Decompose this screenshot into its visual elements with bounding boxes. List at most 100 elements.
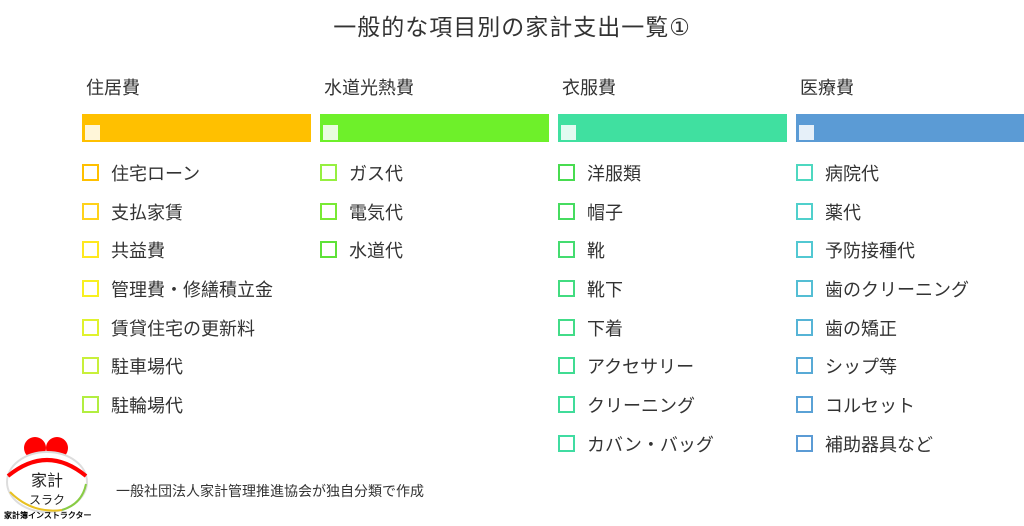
list-item: 水道代 [320, 237, 549, 276]
category-bar [558, 114, 787, 142]
item-list: ガス代電気代水道代 [320, 160, 549, 276]
checkbox[interactable] [558, 357, 575, 375]
list-item: 下着 [558, 315, 787, 354]
checkbox[interactable] [558, 396, 575, 414]
bar-checkbox[interactable] [323, 125, 338, 140]
checkbox[interactable] [82, 241, 99, 259]
list-item: コルセット [796, 392, 1024, 431]
list-item: カバン・バッグ [558, 431, 787, 470]
checkbox[interactable] [796, 202, 813, 220]
svg-text:家計: 家計 [31, 471, 63, 490]
list-item: 駐輪場代 [82, 392, 311, 431]
category-bar [320, 114, 549, 142]
checkbox[interactable] [320, 202, 337, 220]
list-item: 歯のクリーニング [796, 276, 1024, 315]
item-label: 洋服類 [587, 164, 641, 185]
checkbox[interactable] [796, 396, 813, 414]
item-label: 靴下 [587, 280, 623, 302]
item-label: 水道代 [349, 241, 403, 263]
checkbox[interactable] [796, 434, 813, 452]
checkbox[interactable] [320, 241, 337, 259]
source-note: 一般社団法人家計管理推進協会が独自分類で作成 [116, 484, 424, 500]
logo-purse-icon: 家計 スラク [6, 437, 88, 513]
item-label: 駐車場代 [111, 357, 183, 379]
list-item: 共益費 [82, 237, 311, 276]
logo-caption: 家計簿インストラクター [4, 511, 92, 520]
checkbox[interactable] [796, 164, 813, 181]
checkbox[interactable] [796, 280, 813, 298]
page-title: 一般的な項目別の家計支出一覧① [333, 15, 691, 41]
item-list: 洋服類帽子靴靴下下着アクセサリークリーニングカバン・バッグ [558, 160, 787, 470]
list-item: 支払家賃 [82, 199, 311, 238]
bar-checkbox[interactable] [799, 125, 814, 140]
checkbox[interactable] [796, 241, 813, 259]
item-label: 補助器具など [825, 434, 933, 456]
checkbox[interactable] [558, 241, 575, 259]
list-item: 病院代 [796, 160, 1024, 199]
checkbox[interactable] [82, 318, 99, 336]
checkbox[interactable] [558, 164, 575, 181]
item-label: 共益費 [111, 241, 165, 263]
checkbox[interactable] [558, 318, 575, 336]
checkbox[interactable] [82, 357, 99, 375]
list-item: 住宅ローン [82, 160, 311, 199]
bar-checkbox[interactable] [561, 125, 576, 140]
item-label: クリーニング [587, 396, 695, 418]
item-list: 病院代薬代予防接種代歯のクリーニング歯の矯正シップ等コルセット補助器具など [796, 160, 1024, 470]
list-item: 賃貸住宅の更新料 [82, 315, 311, 354]
checkbox[interactable] [82, 280, 99, 298]
list-item: 電気代 [320, 199, 549, 238]
item-label: 歯の矯正 [825, 318, 897, 340]
category-column: 医療費 病院代薬代予防接種代歯のクリーニング歯の矯正シップ等コルセット補助器具な… [796, 74, 1024, 470]
category-heading: 住居費 [86, 78, 140, 99]
item-label: ガス代 [349, 164, 403, 185]
category-heading: 水道光熱費 [324, 78, 414, 99]
category-bar [796, 114, 1024, 142]
checkbox[interactable] [558, 280, 575, 298]
list-item: 靴下 [558, 276, 787, 315]
checkbox[interactable] [558, 202, 575, 220]
list-item: 薬代 [796, 199, 1024, 238]
item-list: 住宅ローン支払家賃共益費管理費・修繕積立金賃貸住宅の更新料駐車場代駐輪場代 [82, 160, 311, 431]
list-item: 補助器具など [796, 431, 1024, 470]
bar-checkbox[interactable] [85, 125, 100, 140]
category-bar [82, 114, 311, 142]
item-label: 駐輪場代 [111, 396, 183, 418]
item-label: コルセット [825, 396, 915, 418]
category-column: 住居費 住宅ローン支払家賃共益費管理費・修繕積立金賃貸住宅の更新料駐車場代駐輪場… [82, 74, 311, 431]
list-item: 歯の矯正 [796, 315, 1024, 354]
item-label: 予防接種代 [825, 241, 915, 263]
item-label: 靴 [587, 241, 605, 263]
list-item: アクセサリー [558, 353, 787, 392]
item-label: 管理費・修繕積立金 [111, 280, 273, 302]
list-item: 予防接種代 [796, 237, 1024, 276]
checkbox[interactable] [796, 318, 813, 336]
item-label: 薬代 [825, 202, 861, 224]
item-label: 歯のクリーニング [825, 280, 969, 302]
checkbox[interactable] [320, 164, 337, 181]
item-label: 住宅ローン [111, 164, 201, 185]
checkbox[interactable] [82, 164, 99, 181]
item-label: 病院代 [825, 164, 879, 185]
list-item: 靴 [558, 237, 787, 276]
item-label: カバン・バッグ [587, 434, 714, 456]
checkbox[interactable] [558, 434, 575, 452]
checkbox[interactable] [82, 202, 99, 220]
category-column: 衣服費 洋服類帽子靴靴下下着アクセサリークリーニングカバン・バッグ [558, 74, 787, 470]
list-item: 帽子 [558, 199, 787, 238]
item-label: 賃貸住宅の更新料 [111, 318, 255, 340]
checkbox[interactable] [796, 357, 813, 375]
item-label: 帽子 [587, 202, 623, 224]
item-label: 下着 [587, 318, 623, 340]
checkbox[interactable] [82, 396, 99, 414]
list-item: ガス代 [320, 160, 549, 199]
category-heading: 衣服費 [562, 78, 616, 99]
list-item: 駐車場代 [82, 353, 311, 392]
item-label: 支払家賃 [111, 202, 183, 224]
list-item: 洋服類 [558, 160, 787, 199]
item-label: アクセサリー [587, 357, 695, 379]
category-heading: 医療費 [800, 78, 854, 99]
list-item: シップ等 [796, 353, 1024, 392]
svg-text:スラク: スラク [29, 493, 65, 507]
item-label: 電気代 [349, 202, 403, 224]
